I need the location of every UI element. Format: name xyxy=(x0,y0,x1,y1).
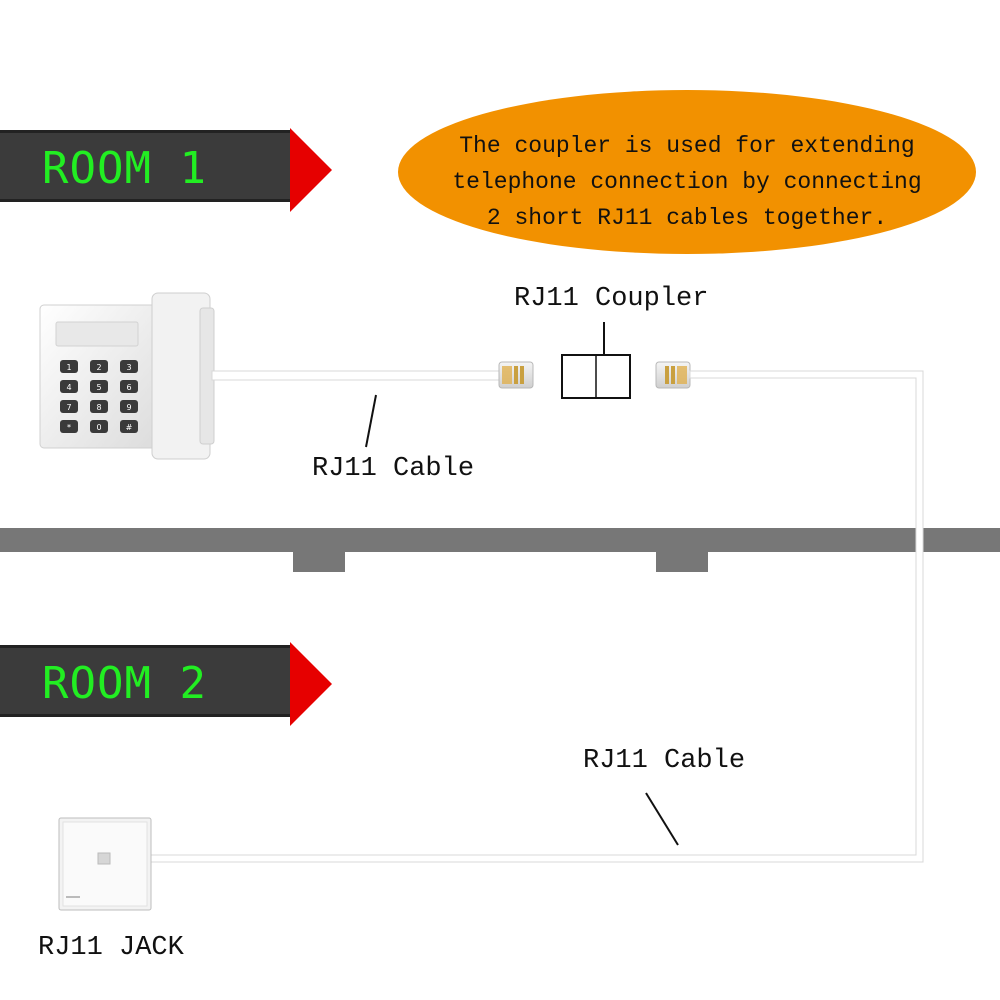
wall-tab-left xyxy=(293,552,345,572)
coupler-label: RJ11 Coupler xyxy=(514,284,709,314)
phone-key xyxy=(90,380,108,393)
phone-key xyxy=(60,380,78,393)
phone-key xyxy=(90,420,108,433)
phone-key xyxy=(60,420,78,433)
phone-key-label: 8 xyxy=(96,403,101,412)
phone-key xyxy=(120,420,138,433)
phone-key xyxy=(60,400,78,413)
phone-key xyxy=(120,360,138,373)
phone-key-label: # xyxy=(126,423,133,432)
rj11-plug-right-icon xyxy=(655,361,691,389)
room-2-label: ROOM 2 xyxy=(42,658,207,709)
rj11-cable-top xyxy=(211,370,503,381)
phone-key-label: 7 xyxy=(66,403,71,412)
note-line-2: telephone connection by connecting xyxy=(452,169,922,195)
rj11-coupler-icon xyxy=(561,354,631,399)
phone-key-label: * xyxy=(67,423,71,432)
note-line-3: 2 short RJ11 cables together. xyxy=(486,205,888,231)
wall-divider xyxy=(0,528,1000,552)
cable-bottom-label: RJ11 Cable xyxy=(583,746,746,776)
phone-key-label: 5 xyxy=(96,383,101,392)
rj11-cable-long xyxy=(97,370,924,863)
keypad: 1 2 3 4 5 6 7 8 9 * 0 # xyxy=(60,360,138,433)
phone-key xyxy=(120,400,138,413)
coupler-note: The coupler is used for extending teleph… xyxy=(398,90,976,254)
room-1-label: ROOM 1 xyxy=(42,143,207,194)
rj11-plug-left-icon xyxy=(498,361,534,389)
phone-key xyxy=(120,380,138,393)
telephone-icon: 1 2 3 4 5 6 7 8 9 * 0 # xyxy=(39,292,215,460)
rj11-jack-icon xyxy=(58,817,152,911)
phone-key-label: 4 xyxy=(66,383,71,392)
cable-top-pointer xyxy=(365,394,377,448)
phone-key-label: 2 xyxy=(96,363,101,372)
phone-key xyxy=(90,400,108,413)
room-2-banner: ROOM 2 xyxy=(0,645,292,717)
wall-tab-right xyxy=(656,552,708,572)
phone-key-label: 9 xyxy=(126,403,131,412)
room-2-arrow-icon xyxy=(290,642,332,726)
jack-label: RJ11 JACK xyxy=(38,933,184,963)
phone-key-label: 6 xyxy=(126,383,131,392)
phone-key xyxy=(60,360,78,373)
room-1-arrow-icon xyxy=(290,128,332,212)
phone-key-label: 1 xyxy=(66,363,71,372)
phone-key-label: 3 xyxy=(126,363,131,372)
cable-bottom-pointer xyxy=(645,792,679,846)
phone-key xyxy=(90,360,108,373)
phone-key-label: 0 xyxy=(96,423,101,432)
note-line-1: The coupler is used for extending xyxy=(459,133,915,159)
cable-top-label: RJ11 Cable xyxy=(312,454,475,484)
room-1-banner: ROOM 1 xyxy=(0,130,292,202)
